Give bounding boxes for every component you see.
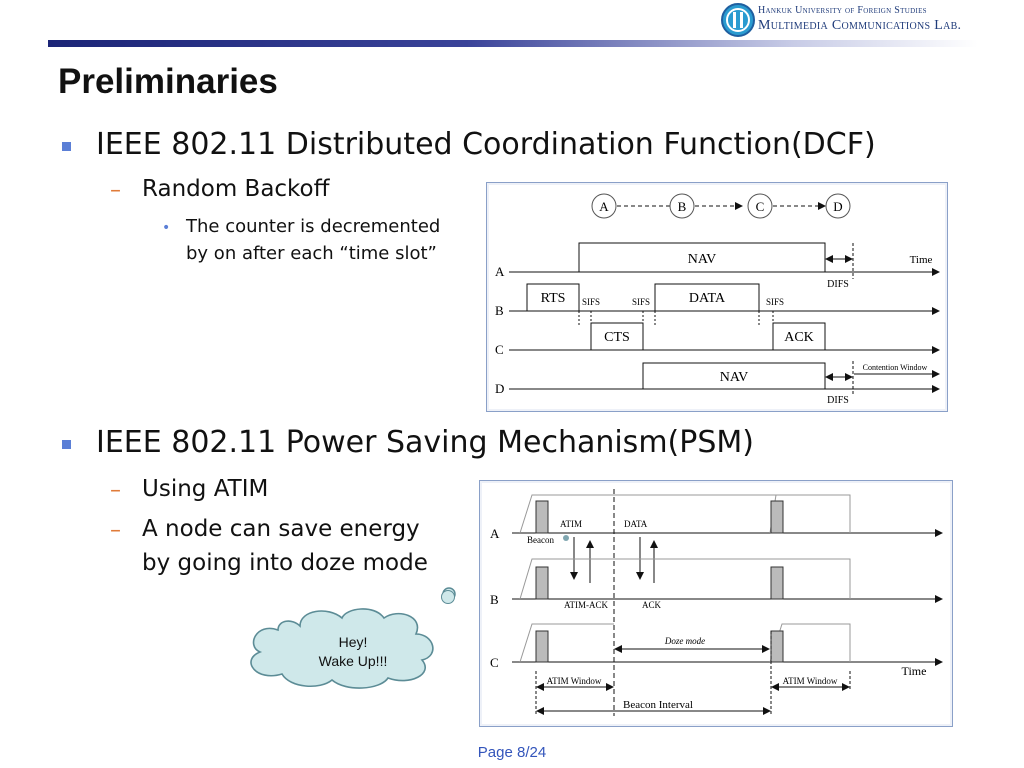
university-name: Hankuk University of Foreign Studies: [758, 5, 927, 16]
bullet-dcf: IEEE 802.11 Distributed Coordination Fun…: [96, 127, 876, 162]
bullet-square-icon: [62, 142, 71, 151]
doze-mode-label: Doze mode: [664, 636, 705, 646]
atim-label: ATIM: [560, 519, 582, 529]
page-current: 8: [517, 744, 526, 761]
nav-a-box: [578, 242, 826, 273]
node-c-label: C: [756, 199, 765, 214]
nav-a-label: NAV: [688, 252, 717, 267]
psm-data-label: DATA: [624, 519, 648, 529]
beacon-b-bar: [535, 566, 549, 600]
nav-d-label: NAV: [720, 370, 749, 385]
sub-bullet-random-backoff: Random Backoff: [142, 176, 330, 202]
psm-timing-figure: A Beacon ATIM DATA B ATIM-ACK ACK C Doze…: [479, 480, 953, 727]
beacon-dot-icon: [563, 535, 569, 541]
dash-marker-icon: –: [110, 178, 121, 203]
node-b-label: B: [678, 199, 687, 214]
sub-bullet-save-energy-line2: by going into doze mode: [142, 550, 428, 576]
page-number: Page 8/24: [0, 744, 1024, 761]
beacon-a-bar: [535, 500, 549, 534]
sub-item-counter-line2: by on after each “time slot”: [186, 243, 437, 264]
cts-label: CTS: [604, 330, 630, 345]
psm-row-label-b: B: [490, 592, 499, 607]
sub-bullet-save-energy-line1: A node can save energy: [142, 516, 420, 542]
row-label-b: B: [495, 303, 504, 318]
university-seal-icon: [721, 3, 755, 37]
ack-box: [772, 322, 826, 351]
sifs-label-3: SIFS: [766, 297, 784, 307]
rts-box: [526, 283, 580, 312]
dot-marker-icon: •: [162, 220, 171, 236]
beacon-c-bar: [535, 630, 549, 663]
node-b: [669, 193, 695, 219]
beacon-label: Beacon: [527, 535, 554, 545]
node-a: [591, 193, 617, 219]
difs-label-d: DIFS: [827, 395, 849, 406]
psm-time-label: Time: [902, 664, 927, 678]
lab-logo: [720, 2, 756, 38]
node-c: [747, 193, 773, 219]
sifs-label-2: SIFS: [632, 297, 650, 307]
cts-box: [590, 322, 644, 351]
page-label: Page: [477, 744, 517, 761]
node-d-label: D: [833, 199, 842, 214]
psm-row-label-c: C: [490, 655, 499, 670]
ack-label: ACK: [784, 330, 814, 345]
psm-ack-label: ACK: [642, 600, 662, 610]
rts-label: RTS: [541, 291, 566, 306]
page-title: Preliminaries: [58, 62, 278, 101]
time-label: Time: [910, 254, 933, 266]
dash-marker-icon: –: [110, 478, 121, 503]
lab-name: Multimedia Communications Lab.: [758, 18, 962, 33]
node-chain: A B C D: [591, 193, 851, 219]
row-label-a: A: [495, 264, 505, 279]
psm-row-label-a: A: [490, 526, 500, 541]
beacon-c-next-bar: [770, 630, 784, 663]
difs-label-a: DIFS: [827, 279, 849, 290]
sub-bullet-using-atim: Using ATIM: [142, 476, 269, 502]
cloud-text-line1: Hey!: [338, 634, 368, 650]
cloud-callout: Hey! Wake Up!!!: [238, 572, 515, 690]
data-box: [654, 283, 760, 312]
bullet-square-icon: [62, 440, 71, 449]
row-label-c: C: [495, 342, 504, 357]
row-label-d: D: [495, 381, 504, 396]
sifs-label-1: SIFS: [582, 297, 600, 307]
dash-marker-icon: –: [110, 518, 121, 543]
title-rule: [48, 40, 978, 47]
beacon-a-next-bar: [770, 500, 784, 534]
node-d: [825, 193, 851, 219]
bullet-psm: IEEE 802.11 Power Saving Mechanism(PSM): [96, 425, 754, 460]
page-total: /24: [525, 744, 547, 761]
dcf-diagram: A B C D A B C D NAV DIFS Time RTS DATA S…: [495, 193, 940, 406]
node-a-label: A: [599, 199, 609, 214]
cloud-bubble-small: [441, 590, 455, 604]
dcf-timing-figure: A B C D A B C D NAV DIFS Time RTS DATA S…: [486, 182, 948, 412]
atim-window-label-1: ATIM Window: [547, 676, 602, 686]
sub-item-counter-line1: The counter is decremented: [186, 216, 441, 237]
contention-window-label: Contention Window: [863, 363, 928, 372]
beacon-interval-label: Beacon Interval: [623, 699, 693, 711]
atim-window-label-2: ATIM Window: [783, 676, 838, 686]
psm-diagram: A Beacon ATIM DATA B ATIM-ACK ACK C Doze…: [490, 489, 943, 716]
beacon-b-next-bar: [770, 566, 784, 600]
data-label: DATA: [689, 291, 726, 306]
atim-ack-label: ATIM-ACK: [564, 600, 608, 610]
cloud-text-line2: Wake Up!!!: [318, 653, 388, 669]
